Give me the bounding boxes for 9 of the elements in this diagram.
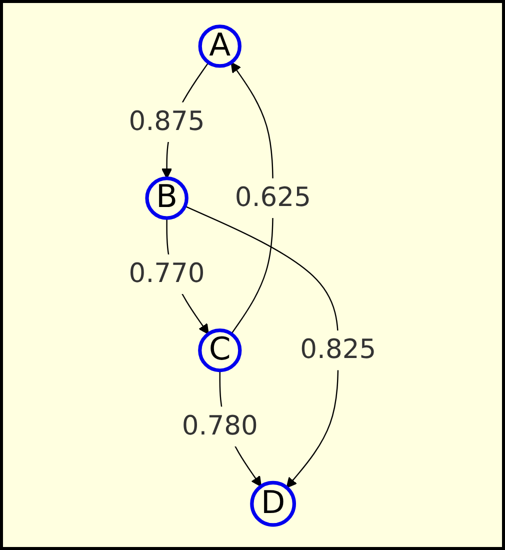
edge-label: 0.625: [234, 183, 311, 214]
edge-label: 0.780: [182, 411, 258, 442]
node-circle: [198, 24, 242, 68]
edge-label: 0.825: [300, 335, 376, 366]
edge-label: 0.875: [128, 107, 205, 138]
node-circle: [250, 480, 296, 527]
node-circle: [198, 328, 242, 372]
node-circle: [145, 176, 188, 220]
edge-label: 0.770: [128, 259, 205, 290]
